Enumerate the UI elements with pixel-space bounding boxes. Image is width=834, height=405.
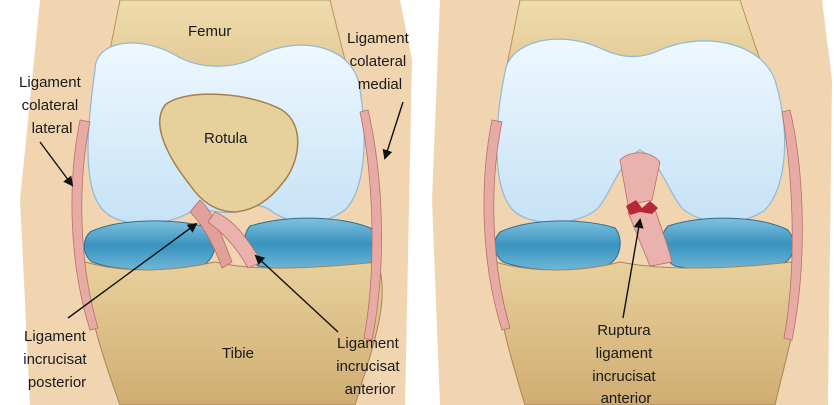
label-rotula: Rotula: [204, 130, 248, 147]
label-lig-inc-posterior: Ligament incrucisat posterior: [23, 328, 91, 391]
left-meniscus-medial: [244, 218, 380, 270]
right-panel: Ruptura ligament incrucisat anterior: [430, 0, 834, 405]
tibia-bone: [85, 262, 382, 405]
right-meniscus-lateral: [495, 221, 621, 270]
left-panel: Femur Rotula Tibie Ligament colateral la…: [0, 0, 413, 405]
right-meniscus-medial: [661, 218, 793, 270]
label-tibie: Tibie: [222, 345, 254, 362]
label-lig-inc-anterior: Ligament incrucisat anterior: [336, 335, 404, 398]
label-femur: Femur: [188, 23, 231, 40]
left-meniscus-lateral: [84, 221, 215, 270]
